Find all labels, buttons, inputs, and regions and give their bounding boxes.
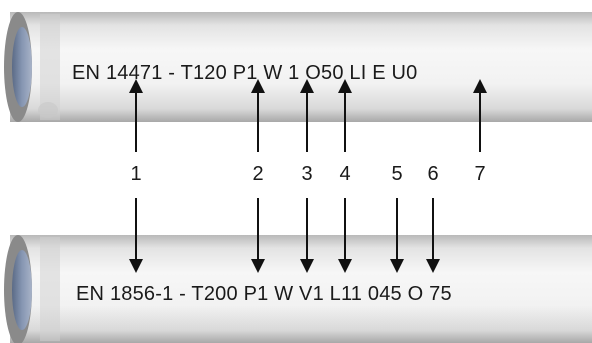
arrows-down bbox=[129, 198, 440, 273]
callout-number-3: 3 bbox=[301, 163, 313, 185]
top-pipe bbox=[4, 12, 592, 122]
arrows-up bbox=[129, 79, 487, 152]
top-pipe-marking: EN 14471 - T120 P1 W 1 O50 LI E U0 bbox=[72, 62, 418, 84]
callout-number-1: 1 bbox=[130, 163, 142, 185]
pipe-stamp-mark bbox=[38, 102, 58, 118]
callout-number-7: 7 bbox=[474, 163, 486, 185]
callout-number-4: 4 bbox=[339, 163, 351, 185]
bottom-pipe-marking: EN 1856-1 - T200 P1 W V1 L11 045 O 75 bbox=[76, 283, 452, 305]
bottom-pipe bbox=[4, 235, 592, 343]
callout-number-2: 2 bbox=[252, 163, 264, 185]
callout-number-5: 5 bbox=[391, 163, 403, 185]
callout-number-6: 6 bbox=[427, 163, 439, 185]
